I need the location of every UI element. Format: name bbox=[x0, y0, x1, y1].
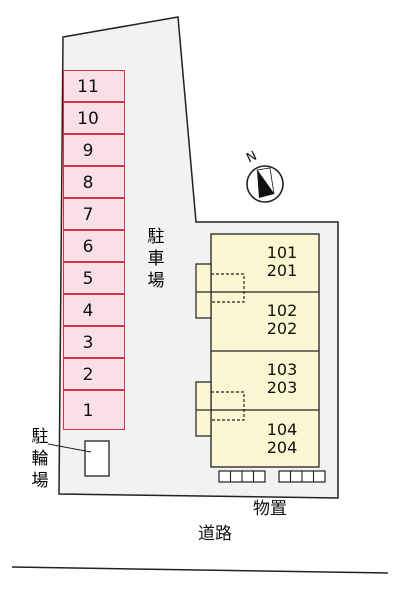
unit-label: 103 203 bbox=[260, 361, 304, 397]
bicycle-label-char: 場 bbox=[31, 471, 49, 491]
parking-slot: 8 bbox=[63, 166, 125, 198]
parking-slot: 6 bbox=[63, 230, 125, 262]
bicycle-parking-label: 駐 輪 場 bbox=[30, 426, 50, 492]
slot-number: 11 bbox=[77, 77, 99, 97]
slot-number: 9 bbox=[82, 141, 94, 161]
parking-label-char: 駐 bbox=[147, 227, 165, 247]
slot-number: 10 bbox=[77, 109, 99, 129]
parking-slot: 7 bbox=[63, 198, 125, 230]
entry-alcove-top bbox=[195, 263, 245, 319]
slot-number: 8 bbox=[82, 173, 94, 193]
parking-slot: 4 bbox=[63, 294, 125, 326]
bicycle-label-char: 輪 bbox=[31, 449, 49, 469]
parking-slot: 1 bbox=[63, 390, 125, 430]
parking-slot: 3 bbox=[63, 326, 125, 358]
parking-slot: 9 bbox=[63, 134, 125, 166]
bicycle-label-char: 駐 bbox=[31, 427, 49, 447]
bicycle-parking-box bbox=[84, 440, 110, 477]
slot-number: 6 bbox=[82, 237, 94, 257]
road-line bbox=[11, 566, 389, 574]
compass-icon bbox=[246, 165, 284, 203]
slot-number: 2 bbox=[82, 365, 94, 385]
unit-number: 103 bbox=[266, 360, 298, 379]
unit-number: 202 bbox=[266, 319, 298, 338]
parking-slot: 2 bbox=[63, 358, 125, 390]
unit-label: 102 202 bbox=[260, 302, 304, 338]
bicycle-leader-line bbox=[47, 443, 92, 453]
unit-number: 102 bbox=[266, 301, 298, 320]
slot-number: 5 bbox=[82, 269, 94, 289]
unit-number: 104 bbox=[266, 420, 298, 439]
parking-slot: 5 bbox=[63, 262, 125, 294]
parking-slot: 10 bbox=[63, 102, 125, 134]
unit-number: 201 bbox=[266, 261, 298, 280]
entry-alcove-bottom bbox=[195, 381, 245, 437]
storage-units bbox=[218, 470, 326, 483]
slot-number: 7 bbox=[82, 205, 94, 225]
parking-label-char: 車 bbox=[147, 249, 165, 269]
unit-number: 101 bbox=[266, 243, 298, 262]
road-label: 道路 bbox=[198, 524, 232, 544]
parking-label-char: 場 bbox=[147, 271, 165, 291]
unit-number: 204 bbox=[266, 438, 298, 457]
unit-number: 203 bbox=[266, 378, 298, 397]
slot-number: 3 bbox=[82, 333, 94, 353]
unit-label: 101 201 bbox=[260, 244, 304, 280]
slot-number: 4 bbox=[82, 301, 94, 321]
parking-slot: 11 bbox=[63, 70, 125, 102]
parking-area-label: 駐 車 場 bbox=[146, 226, 166, 292]
slot-number: 1 bbox=[82, 401, 94, 421]
unit-label: 104 204 bbox=[260, 421, 304, 457]
storage-label: 物置 bbox=[253, 499, 287, 519]
